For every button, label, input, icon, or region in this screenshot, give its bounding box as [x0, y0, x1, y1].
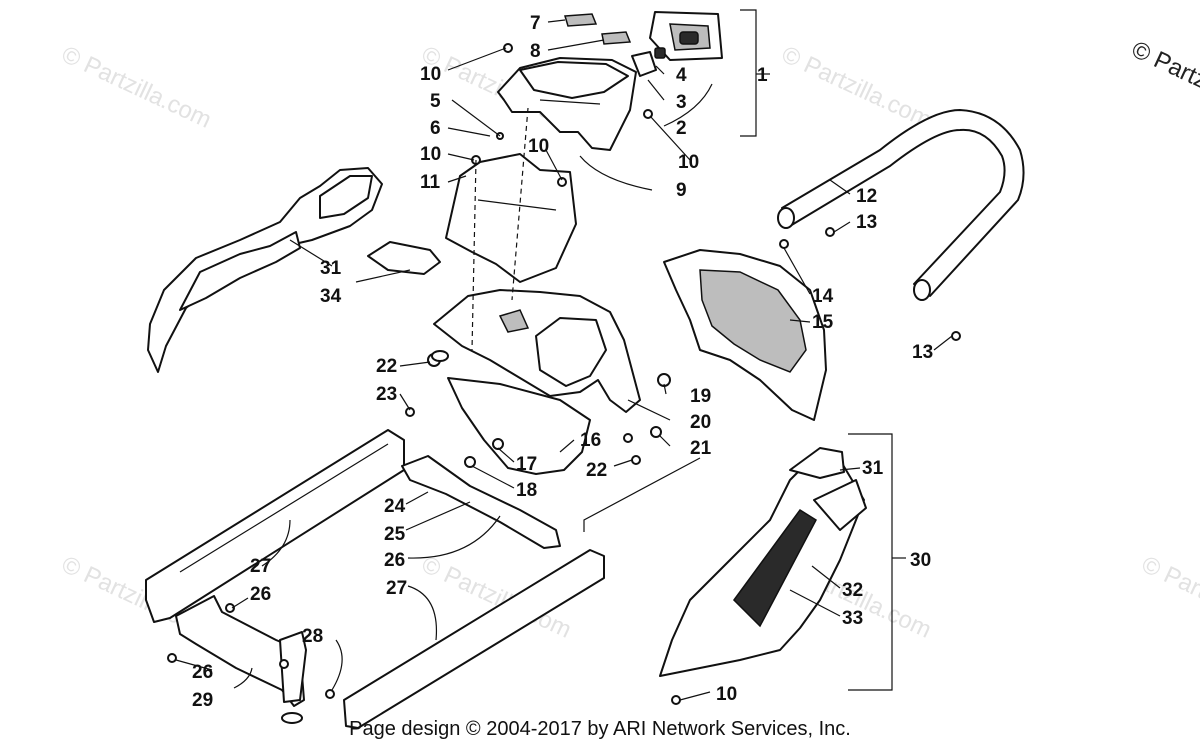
- callout-32: 32: [842, 580, 863, 601]
- leader-lines: [175, 9, 953, 701]
- grab-bar: [777, 109, 1025, 301]
- callout-22-b: 22: [586, 460, 607, 481]
- callout-2: 2: [676, 118, 687, 139]
- callout-26-a: 26: [384, 550, 405, 571]
- callout-19: 19: [690, 386, 711, 407]
- callout-15: 15: [812, 312, 834, 333]
- callout-16: 16: [580, 430, 601, 451]
- mud-flap: [447, 377, 591, 475]
- callout-13-a: 13: [856, 212, 877, 233]
- rail-bottom: [343, 549, 605, 729]
- guide-lines: [471, 107, 529, 351]
- callout-labels: 1 2 3 4 5 6 7 8 9 10 10 10 10 10 11 12 1…: [192, 13, 933, 711]
- callout-18: 18: [516, 480, 537, 501]
- page-footer: Page design © 2004-2017 by ARI Network S…: [349, 718, 851, 740]
- callout-9: 9: [676, 180, 687, 201]
- callout-10-d: 10: [678, 152, 699, 173]
- callout-5: 5: [430, 91, 441, 112]
- callout-20: 20: [690, 412, 711, 433]
- callout-8: 8: [530, 41, 541, 62]
- callout-1: 1: [757, 65, 768, 86]
- callout-24: 24: [384, 496, 406, 517]
- callout-4: 4: [676, 65, 687, 86]
- callout-10-e: 10: [716, 684, 737, 705]
- watermark-text: © Partzilla.com: [1137, 551, 1200, 644]
- right-side-panel: [663, 249, 827, 421]
- callout-13-b: 13: [912, 342, 933, 363]
- rear-side-panel: [659, 447, 867, 677]
- callout-10-c: 10: [420, 144, 441, 165]
- callout-12: 12: [856, 186, 877, 207]
- callout-26-b: 26: [250, 584, 271, 605]
- hitch-bracket: [175, 595, 307, 707]
- rear-fender: [433, 289, 641, 413]
- callout-10-b: 10: [528, 136, 549, 157]
- callout-10-a: 10: [420, 64, 441, 85]
- callout-17: 17: [516, 454, 537, 475]
- taillight-housing: [497, 57, 637, 151]
- callout-7: 7: [530, 13, 541, 34]
- callout-22-a: 22: [376, 356, 397, 377]
- callout-29: 29: [192, 690, 213, 711]
- callout-30: 30: [910, 550, 931, 571]
- decal-parts: [564, 13, 632, 45]
- callout-31-a: 31: [320, 258, 342, 279]
- taillight-assembly: [631, 11, 723, 77]
- left-side-panel: [147, 167, 441, 373]
- watermark-text: © Partzilla.com: [57, 41, 215, 134]
- callout-14: 14: [812, 286, 834, 307]
- callout-27-a: 27: [250, 556, 271, 577]
- callout-11: 11: [420, 172, 441, 193]
- callout-33: 33: [842, 608, 863, 629]
- cross-bracket: [401, 455, 561, 549]
- callout-23: 23: [376, 384, 397, 405]
- callout-34: 34: [320, 286, 342, 307]
- callout-26-c: 26: [192, 662, 213, 683]
- callout-31-b: 31: [862, 458, 884, 479]
- callout-25: 25: [384, 524, 406, 545]
- callout-21: 21: [690, 438, 712, 459]
- callout-28: 28: [302, 626, 323, 647]
- watermark-corner-text: © Partz: [1127, 36, 1200, 94]
- rail-left: [145, 429, 405, 623]
- callout-27-b: 27: [386, 578, 407, 599]
- watermark-text: © Partzilla.com: [777, 41, 935, 134]
- callout-6: 6: [430, 118, 441, 139]
- flap-bracket: [445, 153, 577, 283]
- callout-3: 3: [676, 92, 687, 113]
